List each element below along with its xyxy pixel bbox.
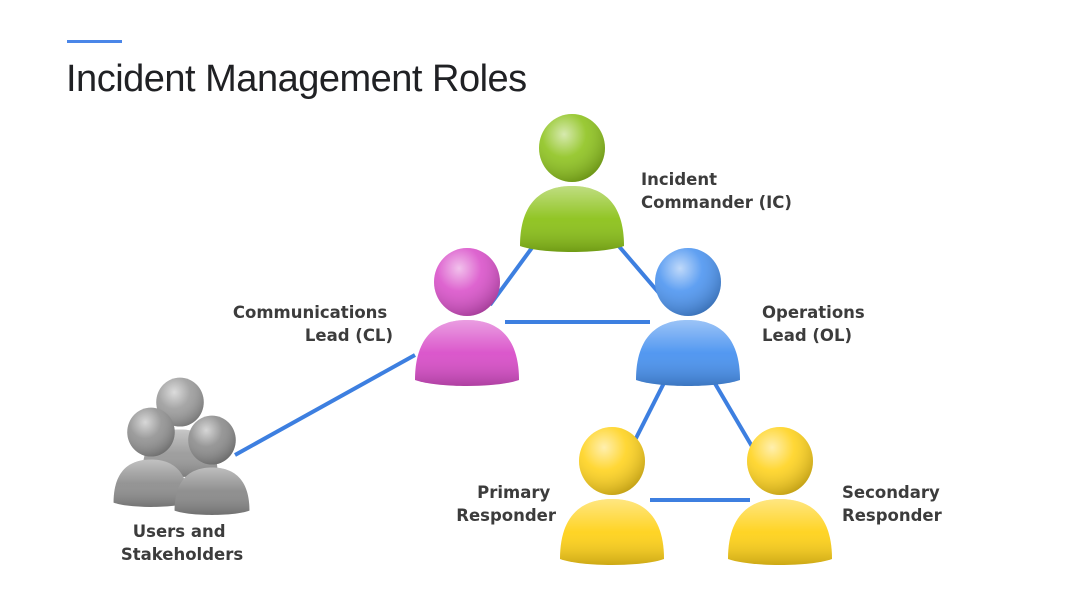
operations-lead-person-icon: [636, 248, 740, 386]
label-primary-responder: Primary Responder: [456, 483, 557, 525]
communications-lead-person-icon: [415, 248, 519, 386]
users-group-icon: [113, 377, 250, 515]
label-incident-commander: Incident Commander (IC): [641, 170, 792, 212]
label-secondary-responder: Secondary Responder: [842, 483, 946, 525]
label-users-stakeholders: Users and Stakeholders: [121, 522, 244, 564]
primary-responder-person-icon: [560, 427, 664, 565]
line-cl-users: [234, 353, 416, 457]
slide-title: Incident Management Roles: [66, 58, 527, 100]
title-accent-line: [67, 40, 122, 43]
secondary-responder-person-icon: [728, 427, 832, 565]
label-operations-lead: Operations Lead (OL): [762, 303, 871, 345]
label-communications-lead: Communications Lead (CL): [233, 303, 393, 345]
incident-commander-person-icon: [520, 114, 624, 252]
